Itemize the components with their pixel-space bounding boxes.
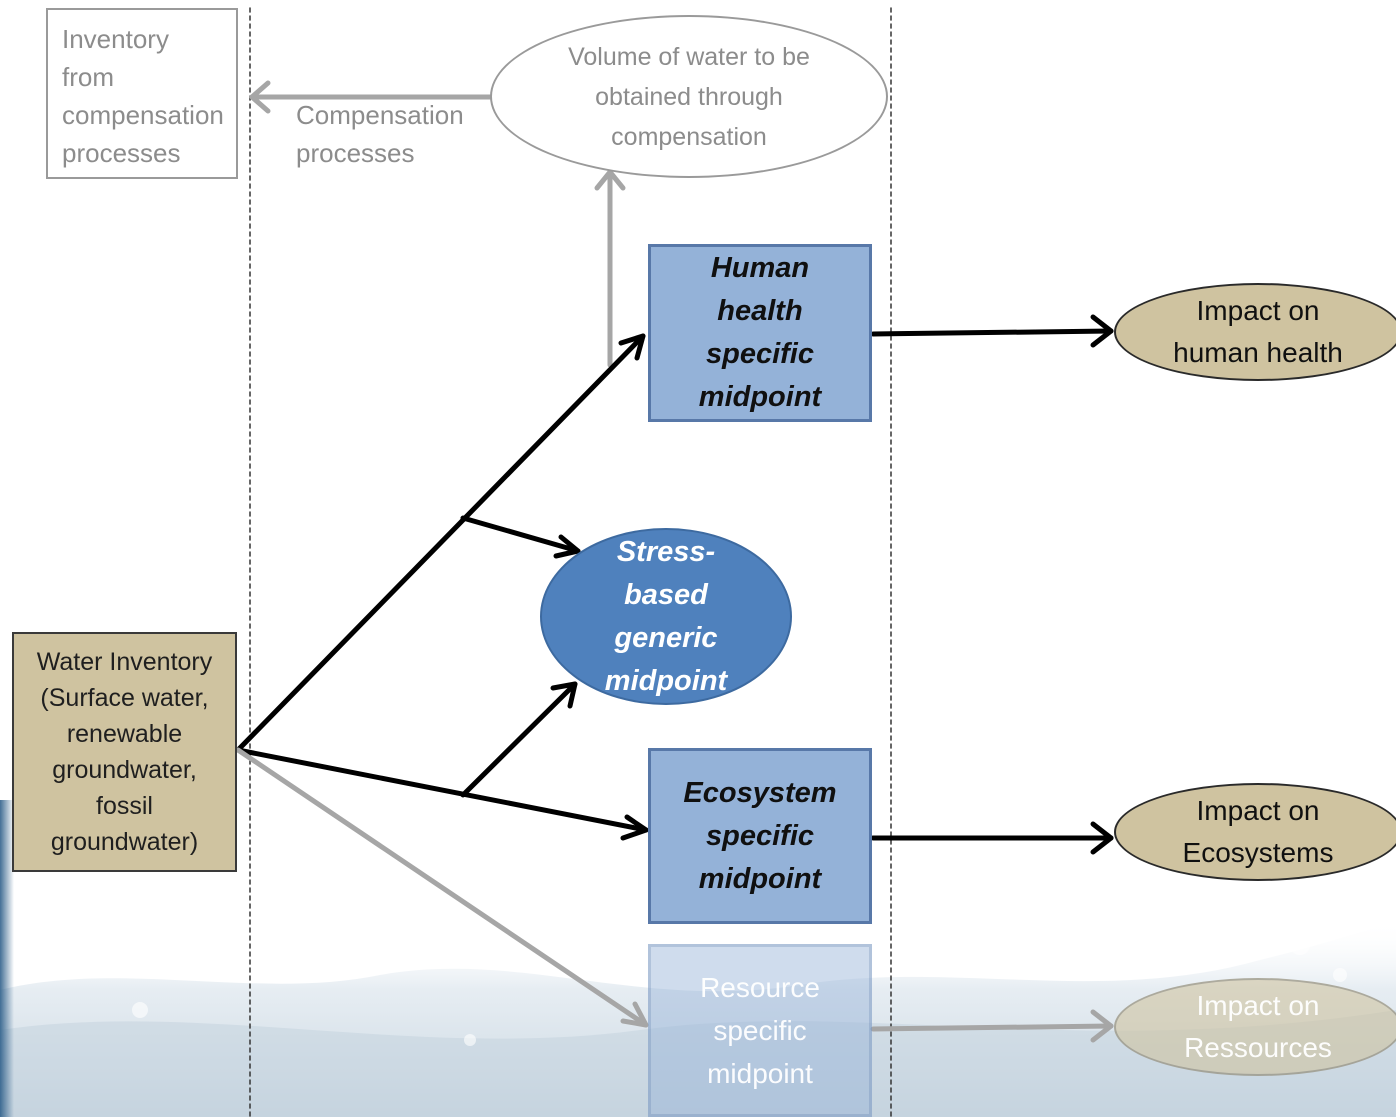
arrowhead-health-to-volume: [594, 169, 626, 191]
impact-ecosystems-label: Impact on Ecosystems: [1182, 795, 1334, 868]
arrowhead-branch-to-stress-bottom: [550, 681, 578, 709]
inventory-compensation-label: Inventory from compensation processes: [62, 24, 224, 168]
arrowhead-ecosystem-to-impact: [1090, 821, 1114, 855]
human-health-midpoint-label: Human health specific midpoint: [698, 252, 822, 413]
arrowhead-branch-to-stress-top: [553, 534, 581, 559]
impact-resources-label: Impact on Ressources: [1184, 990, 1332, 1063]
compensation-processes-label: Compensation processes: [296, 100, 464, 168]
impact-ecosystems-ellipse: Impact on Ecosystems: [1114, 783, 1396, 881]
arrowhead-water-to-ecosystem: [620, 814, 649, 841]
impact-human-health-label: Impact on human health: [1173, 295, 1343, 368]
inventory-compensation-box: Inventory from compensation processes: [46, 8, 238, 179]
stress-midpoint-ellipse: Stress- based generic midpoint: [540, 528, 792, 705]
arrow-water-to-resource: [235, 747, 649, 1028]
human-health-midpoint-box: Human health specific midpoint: [648, 244, 872, 422]
arrowhead-health-to-impact: [1090, 314, 1114, 348]
impact-human-health-ellipse: Impact on human health: [1114, 283, 1396, 381]
ecosystem-midpoint-box: Ecosystem specific midpoint: [648, 748, 872, 924]
water-inventory-label: Water Inventory (Surface water, renewabl…: [36, 648, 213, 856]
arrowhead-water-to-resource: [620, 1001, 649, 1028]
arrowhead-resource-to-impact: [1090, 1009, 1114, 1043]
arrowhead-volume-to-inventory: [249, 80, 271, 114]
water-inventory-box: Water Inventory (Surface water, renewabl…: [12, 632, 237, 872]
arrow-branch-to-stress-bottom: [460, 681, 578, 798]
arrowhead-water-to-health: [618, 333, 646, 361]
ecosystem-midpoint-label: Ecosystem specific midpoint: [683, 776, 837, 895]
arrow-branch-to-stress-top: [460, 515, 581, 554]
stress-midpoint-label: Stress- based generic midpoint: [604, 535, 728, 697]
volume-water-ellipse: Volume of water to be obtained through c…: [490, 15, 888, 178]
volume-water-label: Volume of water to be obtained through c…: [568, 42, 810, 151]
arrow-health-to-impact: [870, 328, 1114, 337]
arrow-resource-to-impact: [870, 1023, 1114, 1032]
resource-midpoint-box: Resource specific midpoint: [648, 944, 872, 1117]
arrow-water-to-ecosystem: [235, 747, 649, 833]
resource-midpoint-label: Resource specific midpoint: [700, 972, 820, 1089]
impact-resources-ellipse: Impact on Ressources: [1114, 978, 1396, 1076]
arrow-water-to-health: [235, 333, 646, 753]
